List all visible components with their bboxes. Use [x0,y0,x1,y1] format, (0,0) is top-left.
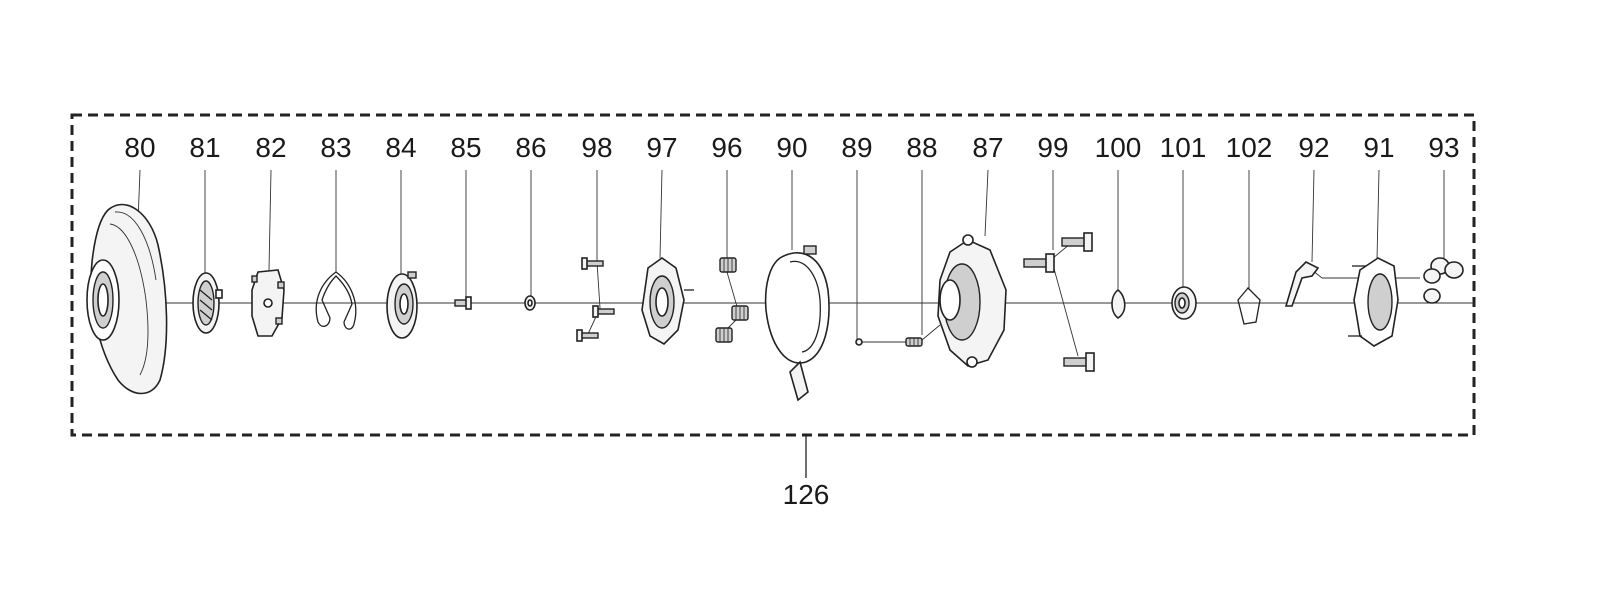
part-91-side-plate [1348,257,1399,347]
part-102-clip [1237,287,1261,325]
part-82-plate [251,269,285,337]
part-label-100: 100 [1095,132,1142,163]
assembly-boundary [70,113,1476,437]
part-label-81: 81 [189,132,220,163]
leader-lines [137,169,1445,357]
part-label-91: 91 [1363,132,1394,163]
part-90-ring [764,245,830,402]
part-86-washer [524,295,536,311]
part-label-99: 99 [1037,132,1068,163]
part-label-97: 97 [646,132,677,163]
part-88-spring [905,337,923,347]
part-label-82: 82 [255,132,286,163]
part-84-ratchet [386,271,418,339]
part-96-springs [715,257,749,343]
part-label-92: 92 [1298,132,1329,163]
part-80-cover [86,203,168,395]
part-label-93: 93 [1428,132,1459,163]
part-label-83: 83 [320,132,351,163]
part-label-88: 88 [906,132,937,163]
part-92-lever [1284,261,1320,307]
assembly-label: 126 [783,479,830,510]
part-label-90: 90 [776,132,807,163]
part-87-frame [937,234,1007,368]
part-97-gear-plate [641,257,694,345]
part-81-dial [192,272,223,334]
part-label-86: 86 [515,132,546,163]
part-93-caps [1423,257,1464,304]
part-label-84: 84 [385,132,416,163]
part-label-87: 87 [972,132,1003,163]
part-98-screws [576,257,615,342]
part-label-102: 102 [1226,132,1273,163]
part-label-98: 98 [581,132,612,163]
part-labels: 80 81 82 83 84 85 86 98 97 96 90 89 88 8… [124,132,1459,163]
part-label-89: 89 [841,132,872,163]
part-label-101: 101 [1160,132,1207,163]
part-label-85: 85 [450,132,481,163]
part-99-bolts [1023,232,1095,372]
part-101-bearing [1171,286,1197,320]
part-85-screw [454,296,472,310]
part-83-spring-clip [315,271,357,330]
part-label-96: 96 [711,132,742,163]
part-100-washer [1111,288,1126,319]
part-89-ball [855,338,863,346]
part-label-80: 80 [124,132,155,163]
